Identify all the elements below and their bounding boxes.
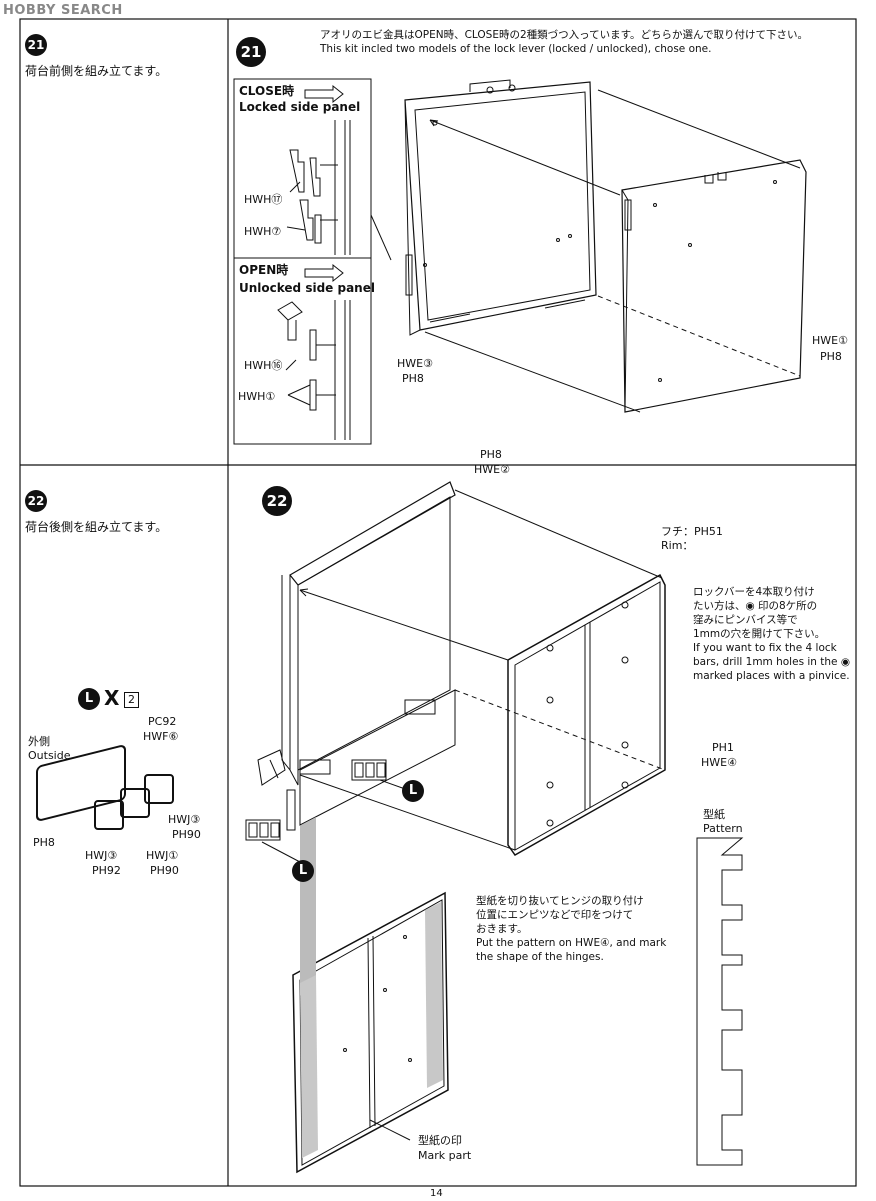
open-en-label: Unlocked side panel <box>239 281 375 295</box>
mark-part-jp-label: 型紙の印 <box>418 1134 462 1147</box>
watermark: HOBBY SEARCH <box>3 3 123 18</box>
lock-note-en-3: marked places with a pinvice. <box>693 670 850 682</box>
hwh7-label: HWH⑦ <box>244 225 282 238</box>
cut-note-jp-2: 位置にエンピツなどで印をつけて <box>476 909 634 921</box>
ph8b-label: PH8 <box>820 350 842 363</box>
step22-ph8-label: PH8 <box>480 448 502 461</box>
hwe2-label: HWE② <box>474 463 510 476</box>
step22-number-badge: 22 <box>25 490 47 512</box>
ph90b-label: PH90 <box>150 864 179 877</box>
mark-part-en-label: Mark part <box>418 1149 472 1162</box>
cut-note-jp-3: おきます。 <box>476 923 528 935</box>
ph90a-label: PH90 <box>172 828 201 841</box>
lock-note-jp-1: ロックバーを4本取り付け <box>693 586 815 598</box>
hwh17-label: HWH⑰ <box>244 193 283 206</box>
hwf6-label: HWF⑥ <box>143 730 179 743</box>
ph8-label: PH8 <box>33 836 55 849</box>
cut-note-jp-1: 型紙を切り抜いてヒンジの取り付け <box>476 895 644 907</box>
lock-note-en-1: If you want to fix the 4 lock <box>693 642 837 654</box>
pattern-en-label: Pattern <box>703 822 743 835</box>
hwe1-label: HWE① <box>812 334 848 347</box>
l-mark-step22-a: L <box>402 780 424 802</box>
pc92-label: PC92 <box>148 715 177 728</box>
ph8a-label: PH8 <box>402 372 424 385</box>
l-mark-step22-b: L <box>292 860 314 882</box>
lock-note-jp-4: 1mmの穴を開けて下さい。 <box>693 628 826 640</box>
pattern-jp-label: 型紙 <box>703 808 725 821</box>
lock-note-jp-2: たい方は、◉ 印の8ケ所の <box>693 600 818 612</box>
close-en-label: Locked side panel <box>239 100 361 114</box>
ph1-label: PH1 <box>712 741 734 754</box>
step21-note-en: This kit incled two models of the lock l… <box>320 43 712 55</box>
cut-note-en-2: the shape of the hinges. <box>476 951 604 963</box>
rim-jp-label: フチ：PH51 <box>661 525 723 538</box>
l-mark-left: L <box>78 688 100 710</box>
hwe4-label: HWE④ <box>701 756 737 769</box>
step21-note-jp: アオリのエビ金具はOPEN時、CLOSE時の2種類づつ入っています。どちらか選ん… <box>320 29 809 41</box>
step22-diagram-badge: 22 <box>262 486 292 516</box>
page-number: 14 <box>430 1188 443 1199</box>
hwj1-label: HWJ① <box>146 849 179 862</box>
x-count-triangle: 2 <box>124 692 139 708</box>
rim-en-label: Rim： <box>661 539 694 552</box>
hwh16-label: HWH⑯ <box>244 359 283 372</box>
hwj3b-label: HWJ③ <box>85 849 118 862</box>
lock-note-jp-3: 窪みにピンバイス等で <box>693 614 798 626</box>
ph92-label: PH92 <box>92 864 121 877</box>
step21-diagram-badge: 21 <box>236 37 266 67</box>
open-jp-label: OPEN時 <box>239 263 289 277</box>
step22-title: 荷台後側を組み立てます。 <box>25 520 168 534</box>
x-mark: X <box>104 686 120 710</box>
outside-en-label: Outside <box>28 749 71 762</box>
step21-title: 荷台前側を組み立てます。 <box>25 64 168 78</box>
step21-number-badge: 21 <box>25 34 47 56</box>
hwj-part-shape-3 <box>144 774 174 804</box>
hwj3a-label: HWJ③ <box>168 813 201 826</box>
hwh1-label: HWH① <box>238 390 276 403</box>
close-jp-label: CLOSE時 <box>239 84 295 98</box>
outside-jp-label: 外側 <box>28 735 50 748</box>
cut-note-en-1: Put the pattern on HWE④, and mark <box>476 937 667 949</box>
lock-note-en-2: bars, drill 1mm holes in the ◉ <box>693 656 851 668</box>
hwe3-label: HWE③ <box>397 357 433 370</box>
